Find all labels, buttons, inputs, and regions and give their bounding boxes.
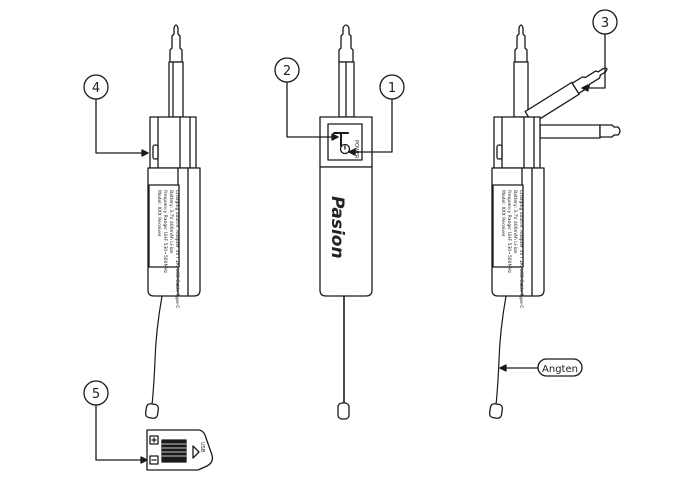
left-label-line-1: Model: XXX Receiver — [156, 190, 162, 237]
jack-plug-icon — [513, 24, 529, 118]
callout-number-4: 4 — [92, 81, 100, 96]
jack-plug-icon — [338, 24, 355, 118]
callout-4 — [83, 74, 149, 157]
usb-port-icon — [161, 439, 187, 463]
left-label-line-4: Charging Source: Adapter 5V / 1A, USB Ca… — [174, 190, 180, 309]
callout-5 — [83, 380, 148, 464]
center-receiver-unit — [319, 24, 373, 420]
left-label-line-3: Battery: 3.7V 400mAh Li-ion — [168, 190, 174, 254]
antenna-callout — [499, 358, 583, 377]
callout-number-5: 5 — [92, 387, 100, 402]
callout-1 — [348, 74, 405, 156]
callout-3 — [581, 9, 618, 92]
right-label-line-3: Battery: 3.7V 400mAh Li-ion — [512, 190, 518, 254]
brand-logo: Pasion — [327, 196, 347, 259]
right-label-line-1: Model: XXX Receiver — [500, 190, 506, 237]
antenna-label: Angten — [542, 364, 578, 375]
callout-number-3: 3 — [601, 16, 609, 31]
left-label-line-2: Frequency Range: UHF 530~560MHz — [162, 190, 168, 274]
jack-plug-icon — [168, 24, 184, 118]
jack-plug-icon — [524, 67, 608, 125]
callout-number-2: 2 — [283, 64, 291, 79]
right-receiver-unit — [488, 24, 621, 419]
usb-connector-view — [146, 429, 214, 471]
jack-plug-icon — [539, 124, 621, 139]
usb-port-icon — [496, 144, 503, 160]
callout-2 — [274, 57, 339, 141]
usb-label: USB — [199, 442, 205, 453]
callout-number-1: 1 — [388, 81, 396, 96]
power-label: POWER — [353, 140, 359, 159]
usb-port-icon — [152, 144, 159, 160]
display-icon — [333, 132, 349, 147]
right-label-line-4: Charging Source: Adapter 5V / 1A, USB Ca… — [518, 190, 524, 309]
right-label-line-2: Frequency Range: UHF 530~560MHz — [506, 190, 512, 274]
left-receiver-unit — [144, 24, 201, 419]
